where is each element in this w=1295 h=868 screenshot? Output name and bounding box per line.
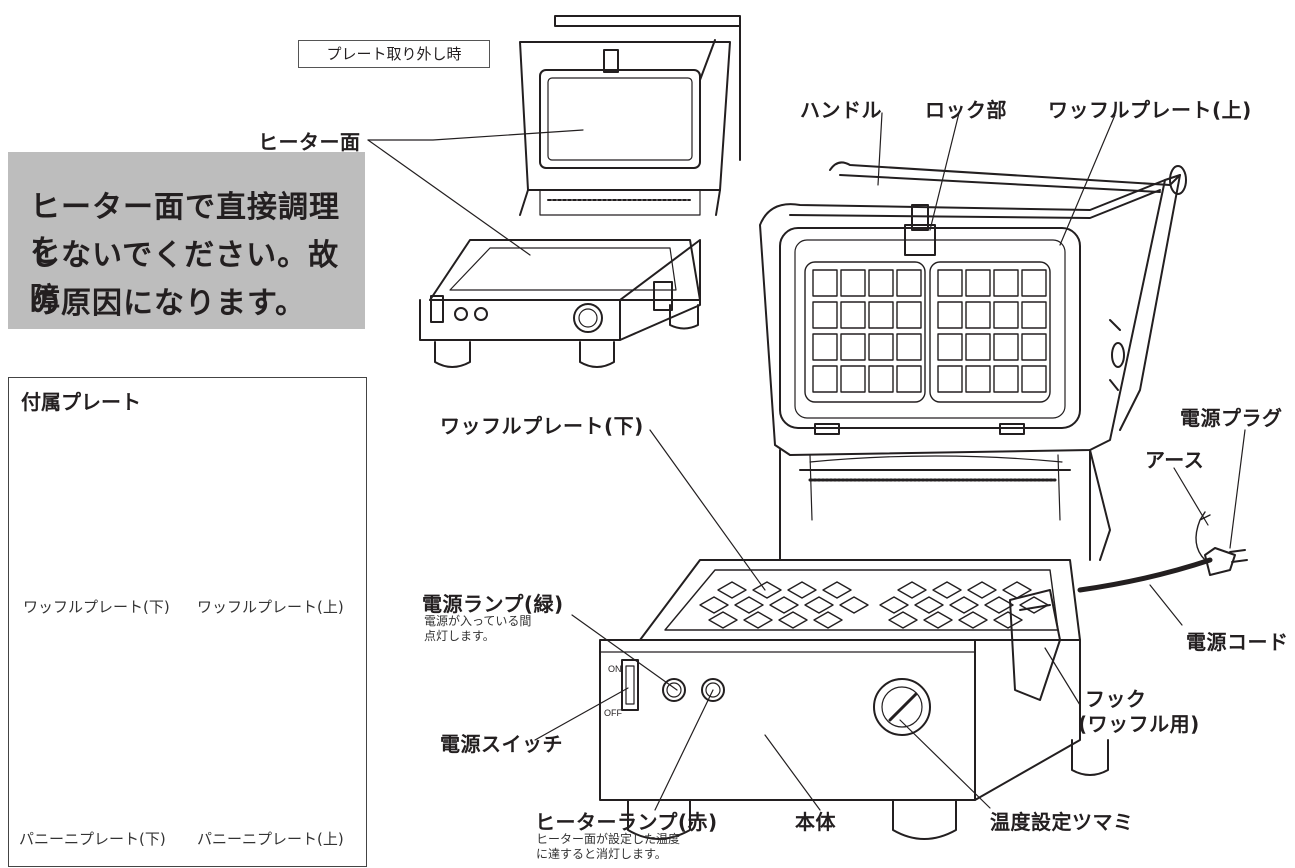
callout-heater-lamp: ヒーターランプ(赤) [535,810,718,834]
callout-power-lamp: 電源ランプ(緑) [422,592,564,616]
caption-waffle-lower: ワッフルプレート(下) [23,598,170,616]
switch-off-label: OFF [604,708,622,718]
warning-line-3: の原因になります。 [30,286,306,321]
warning-line-1: ヒーター面で直接調理を [30,190,340,269]
caption-panini-lower: パニーニプレート(下) [19,830,166,848]
warning-box: ヒーター面で直接調理を しないでください。故障 の原因になります。 [8,152,365,329]
power-lamp-note-1: 電源が入っている間 [424,614,532,628]
caption-waffle-upper: ワッフルプレート(上) [197,598,344,616]
caption-panini-upper: パニーニプレート(上) [197,830,344,848]
callout-handle: ハンドル [800,98,882,122]
power-lamp-note-2: 点灯します。 [424,629,495,643]
callout-hook-sub: (ワッフル用) [1078,712,1200,736]
callout-hook: フック [1085,687,1147,711]
callout-waffle-plate-upper: ワッフルプレート(上) [1048,98,1252,122]
warning-line-2: しないでください。故障 [30,238,340,317]
callout-body: 本体 [795,810,836,834]
small-appliance-illustration [419,15,741,368]
main-appliance-illustration [599,161,1248,840]
callout-power-switch: 電源スイッチ [440,732,563,756]
accessory-plates-title: 付属プレート [21,390,141,414]
callout-earth: アース [1145,448,1205,472]
callout-heater-surface: ヒーター面 [258,130,361,154]
plate-removed-label: プレート取り外し時 [298,40,490,68]
heater-lamp-note-1: ヒーター面が設定した温度 [536,832,681,846]
callout-lock: ロック部 [925,98,1007,122]
callout-power-cord: 電源コード [1186,630,1289,654]
callout-waffle-plate-lower: ワッフルプレート(下) [440,414,644,438]
heater-lamp-note-2: に達すると消灯します。 [536,847,667,861]
accessory-plates-panel: 付属プレート ワッフルプレート(下) ワッフルプレート(上) パニーニプレート(… [8,377,367,867]
callout-temp-knob: 温度設定ツマミ [990,810,1134,834]
switch-on-label: ON [608,664,622,674]
leader-lines [367,112,1246,811]
callout-power-plug: 電源プラグ [1180,406,1283,430]
